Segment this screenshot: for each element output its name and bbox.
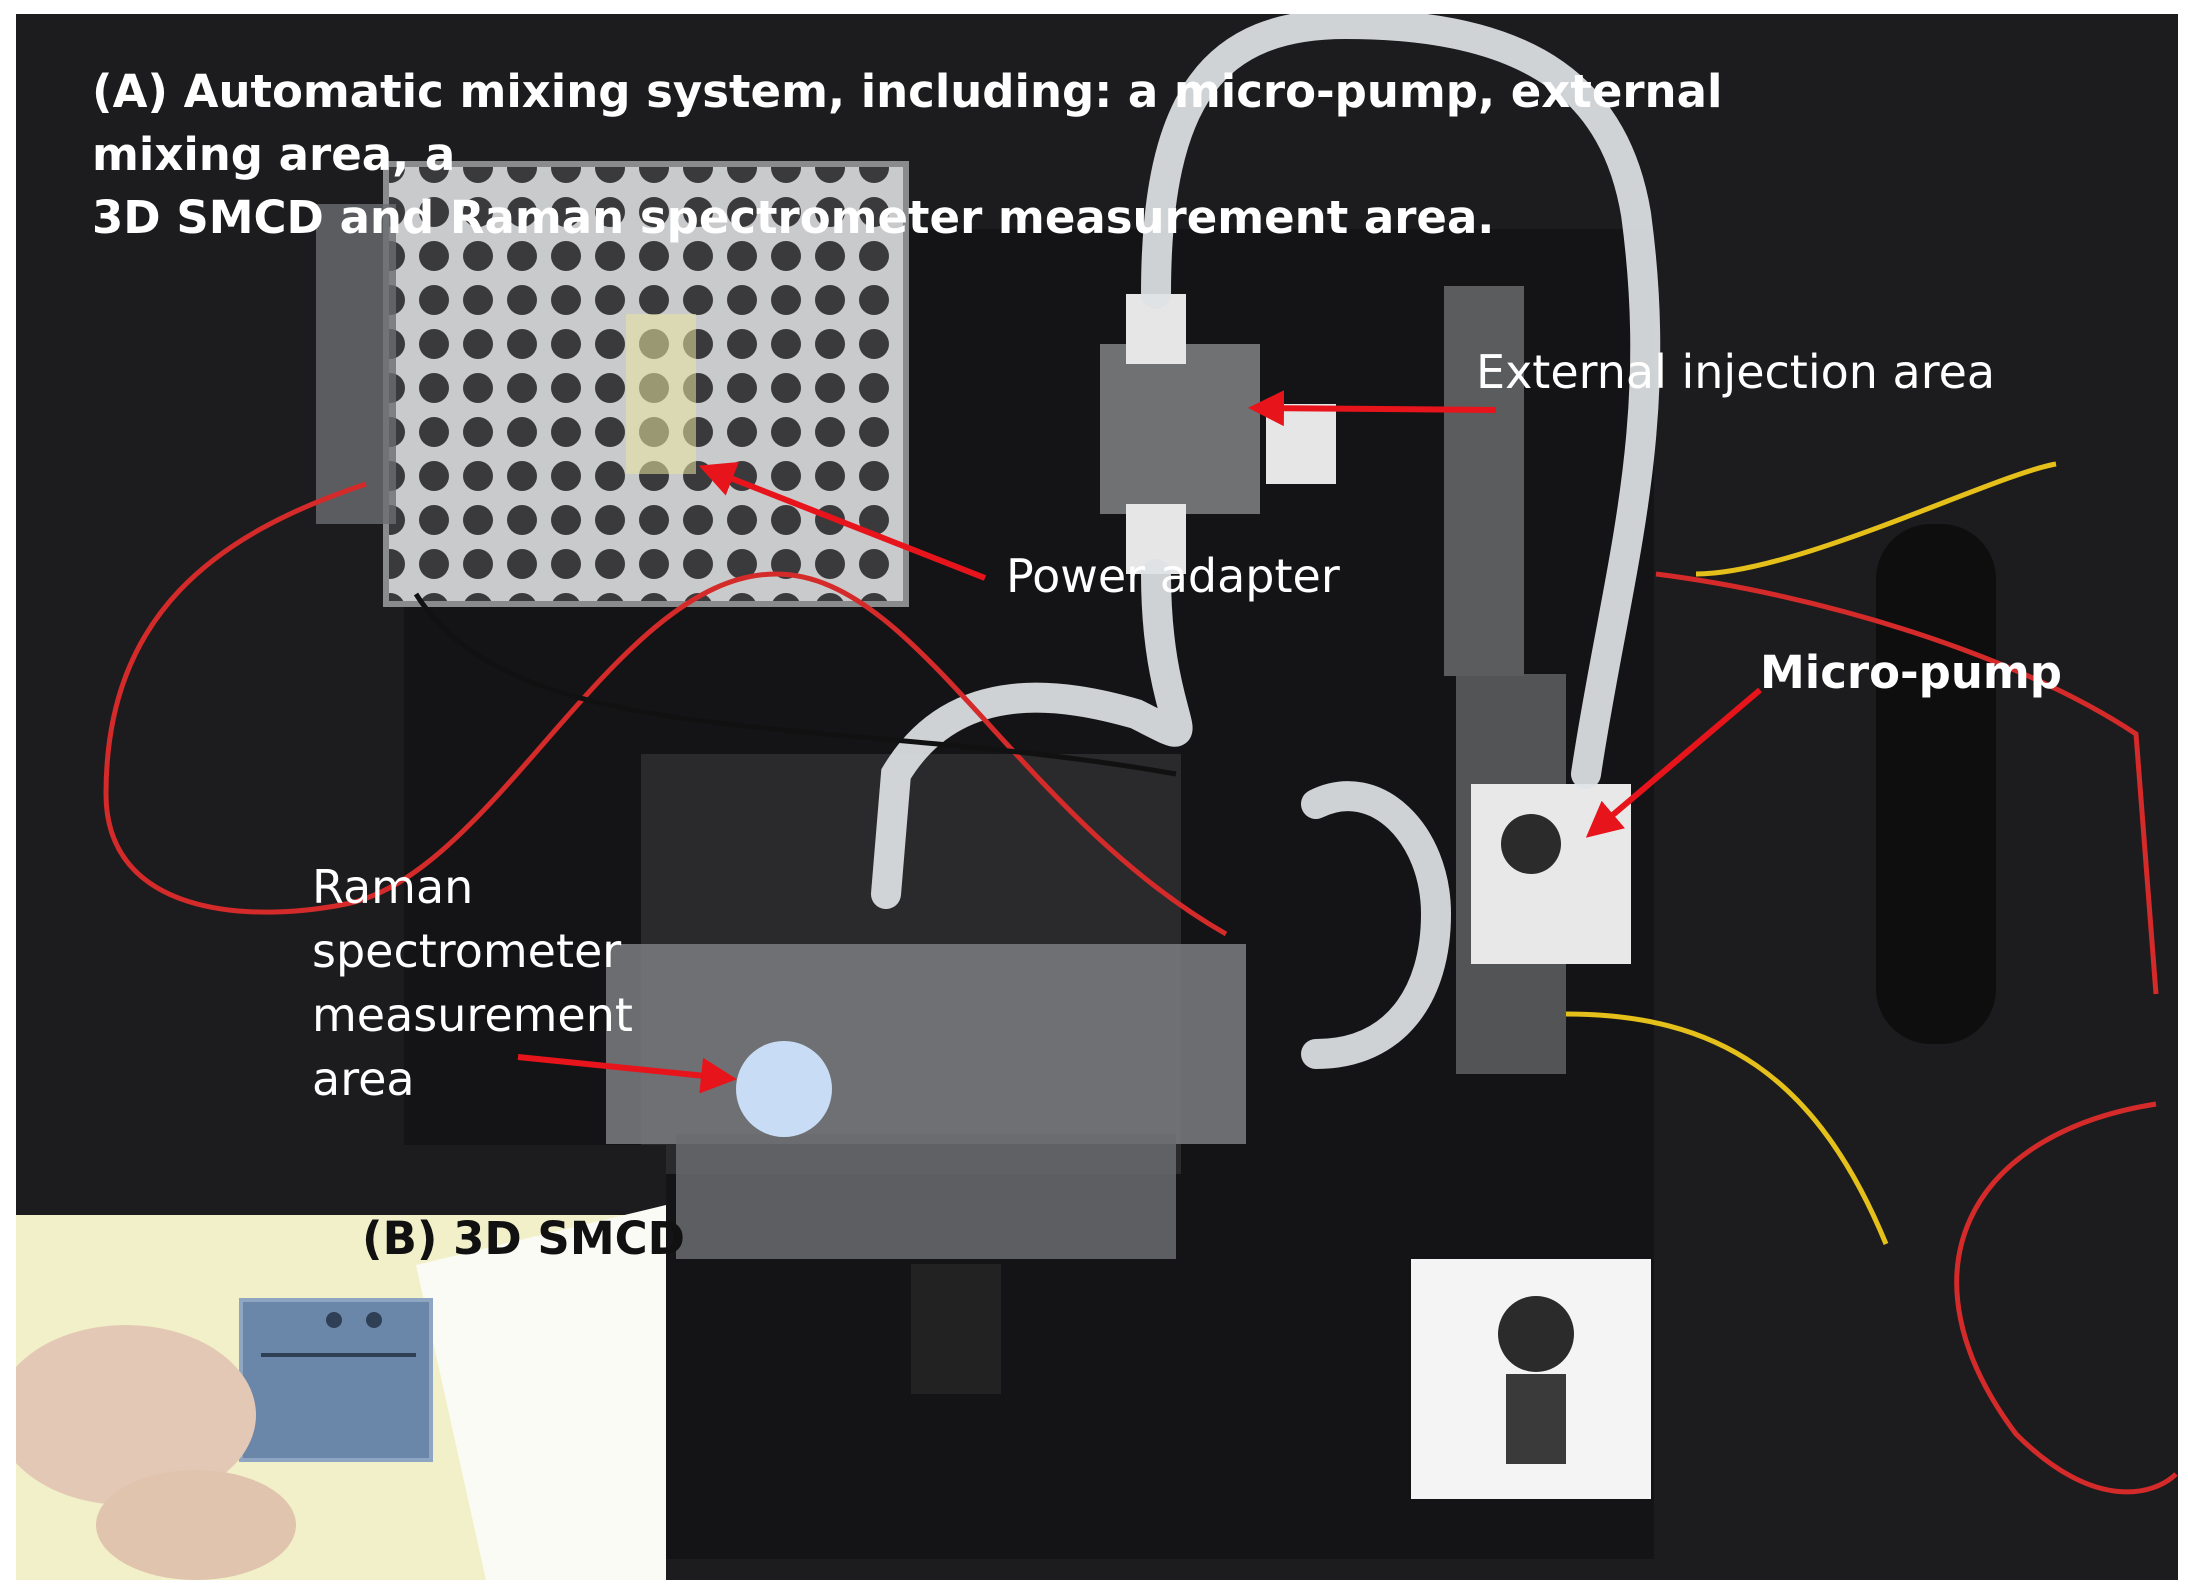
wires (103, 461, 2178, 1495)
board-slot (1876, 524, 1996, 1044)
power-adapter-photo (316, 161, 909, 607)
raman-area-label: Raman spectrometer measurement area (312, 860, 633, 1106)
smcd-inset-label: (B) 3D SMCD (362, 1212, 685, 1265)
power-adapter-label: Power adapter (1006, 549, 1340, 603)
apparatus-scene (103, 14, 2178, 1559)
micro-pump-label: Micro-pump (1760, 646, 2063, 699)
micro-pump-photo (1456, 674, 1631, 1074)
tubing (871, 14, 1661, 1069)
chip-holder (606, 754, 1246, 1394)
smcd-chip-photo (16, 1145, 666, 1580)
raman-window-photo (736, 1041, 832, 1137)
figure-title: (A) Automatic mixing system, including: … (92, 65, 1723, 244)
clear-bar (1444, 286, 1524, 676)
pump-label-card (1411, 1259, 1651, 1499)
smcd-inset-photo (16, 1145, 666, 1580)
external-injection-label: External injection area (1476, 345, 1996, 399)
